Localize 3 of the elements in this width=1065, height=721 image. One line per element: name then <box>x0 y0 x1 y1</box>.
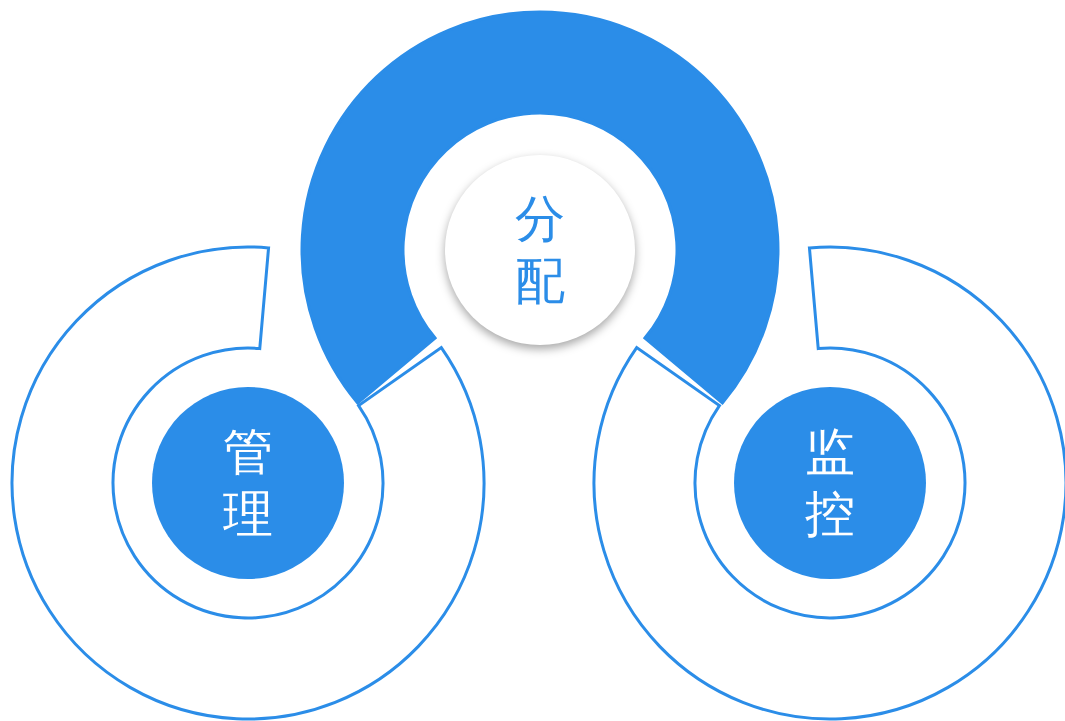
node-label: 分配 <box>514 188 566 312</box>
node-label: 管理 <box>222 421 274 545</box>
node-label: 监控 <box>804 421 856 545</box>
